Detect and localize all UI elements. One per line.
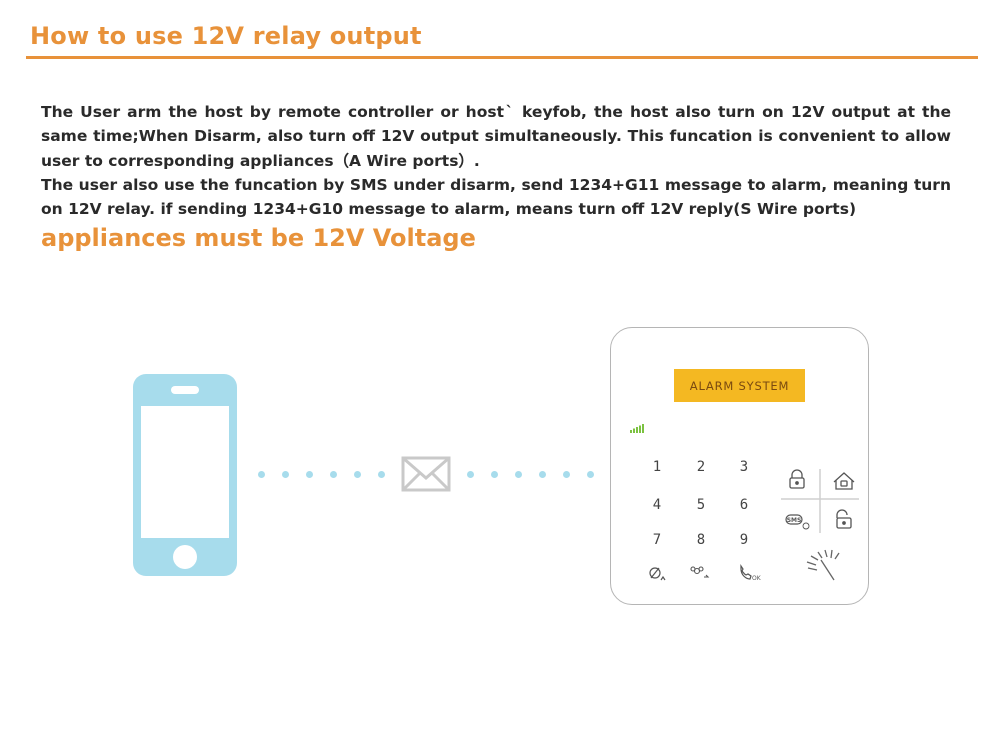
sos-icon[interactable] (806, 549, 840, 581)
keypad-key-5[interactable]: 5 (696, 497, 706, 513)
connection-dot (258, 471, 265, 478)
connection-dot (515, 471, 522, 478)
description: The User arm the host by remote controll… (41, 100, 951, 221)
alarm-panel: ALARM SYSTEM 1 2 3 4 5 6 7 8 9 S (610, 327, 869, 605)
voltage-note: appliances must be 12V Voltage (41, 224, 476, 252)
connection-dot (587, 471, 594, 478)
connection-dot (378, 471, 385, 478)
connection-dot (330, 471, 337, 478)
home-lock-icon[interactable] (833, 472, 855, 490)
phone-screen (141, 406, 229, 538)
connection-dot (539, 471, 546, 478)
keypad-key-3[interactable]: 3 (739, 459, 749, 475)
keypad-key-6[interactable]: 6 (739, 497, 749, 513)
envelope-icon (401, 456, 451, 492)
description-paragraph-2: The user also use the funcation by SMS u… (41, 175, 951, 219)
keypad-key-4[interactable]: 4 (652, 497, 662, 513)
signal-strength-icon (630, 424, 644, 433)
keypad-key-2[interactable]: 2 (696, 459, 706, 475)
clear-key-icon[interactable] (649, 567, 666, 581)
smartphone-icon (133, 374, 237, 576)
lcd-display: ALARM SYSTEM (674, 369, 805, 402)
keypad-key-9[interactable]: 9 (739, 532, 749, 548)
keypad-key-1[interactable]: 1 (652, 459, 662, 475)
call-ok-key-icon[interactable]: OK (740, 564, 762, 582)
keypad-key-7[interactable]: 7 (652, 532, 662, 548)
sms-label: SMS (787, 517, 802, 524)
connection-dot (354, 471, 361, 478)
menu-key-icon[interactable] (690, 566, 710, 578)
phone-home-button (173, 545, 197, 569)
phone-speaker (171, 386, 199, 394)
sms-icon[interactable]: SMS (785, 514, 810, 530)
ok-label: OK (752, 575, 762, 582)
description-paragraph-1: The User arm the host by remote controll… (41, 103, 951, 170)
title-underline (26, 56, 978, 59)
connection-dot (563, 471, 570, 478)
keypad-key-8[interactable]: 8 (696, 532, 706, 548)
connection-dot (306, 471, 313, 478)
panel-function-keys: SMS OK (649, 469, 859, 582)
connection-dot (467, 471, 474, 478)
page-title: How to use 12V relay output (30, 22, 422, 50)
lock-icon[interactable] (789, 469, 805, 489)
connection-dot (491, 471, 498, 478)
unlock-icon[interactable] (836, 509, 852, 529)
connection-dot (282, 471, 289, 478)
